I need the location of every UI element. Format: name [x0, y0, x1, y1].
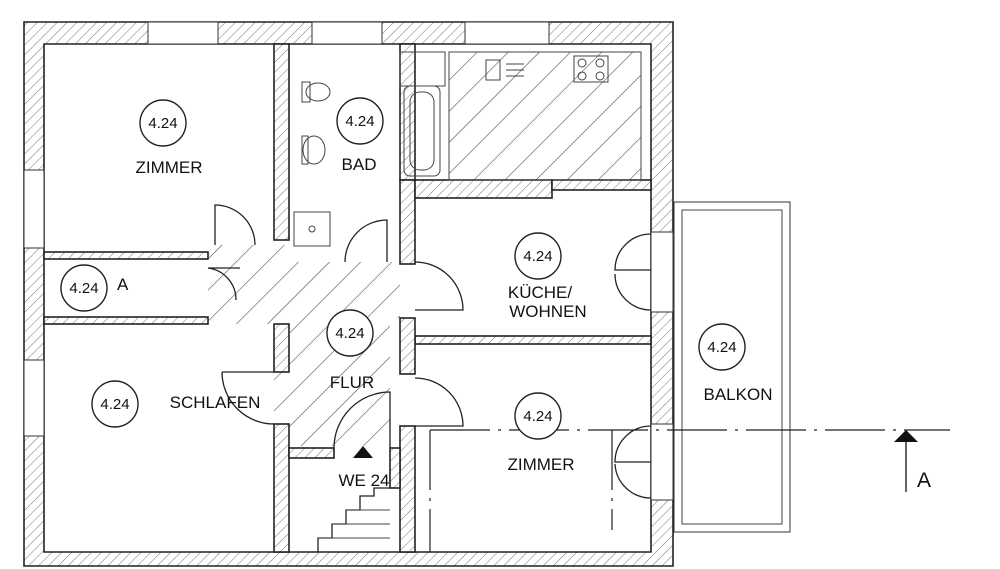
- room-number-balkon: 4.24: [707, 339, 736, 356]
- wall-kitchen-tail: [551, 179, 652, 191]
- kitchen-sink: [485, 59, 501, 81]
- door-zimmer1: [214, 204, 256, 246]
- room-number-bad: 4.24: [345, 113, 374, 130]
- room-number-abstell: 4.24: [69, 280, 98, 297]
- room-name-zimmer2: ZIMMER: [507, 455, 574, 474]
- window-zimmer1-left: [23, 169, 45, 249]
- toilet: [305, 82, 331, 102]
- room-number-circle-abstell: [60, 264, 108, 312]
- wall-stair-top: [288, 447, 335, 459]
- room-number-circle-schlafen: [91, 380, 139, 428]
- door-zimmer2: [414, 377, 464, 427]
- section-marker-label: A: [917, 469, 931, 492]
- entrance-arrow-icon: [353, 446, 373, 458]
- wall-bad-kueche: [399, 43, 416, 181]
- room-number-zimmer2: 4.24: [523, 408, 552, 425]
- room-number-kueche: 4.24: [523, 248, 552, 265]
- door-kueche: [414, 261, 464, 311]
- flur-hatch: [208, 245, 400, 446]
- room-name-zimmer1: ZIMMER: [135, 158, 202, 177]
- kitchen-counter: [448, 51, 642, 181]
- wall-zimmer1-bottom: [43, 251, 209, 260]
- stove-burner-4: [595, 71, 605, 81]
- wall-abstell-bottom: [43, 316, 209, 325]
- room-number-circle-bad: [336, 97, 384, 145]
- wall-schlafen-right: [273, 323, 290, 373]
- balcony-door-2a: [614, 425, 652, 463]
- washbasin: [302, 135, 326, 165]
- door-entrance: [333, 391, 391, 449]
- window-balkon-door-1: [650, 231, 674, 313]
- stove: [573, 55, 609, 83]
- balcony-door-1a: [614, 233, 652, 271]
- stove-burner-3: [577, 71, 587, 81]
- wall-kueche-bottom: [414, 335, 652, 345]
- wall-schlafen-right-lower: [273, 423, 290, 553]
- staircase: [317, 487, 390, 552]
- room-number-schlafen: 4.24: [100, 396, 129, 413]
- shower-tray: [293, 211, 331, 247]
- unit-label: WE 24: [338, 471, 389, 490]
- wall-bad-kueche-lower: [399, 179, 416, 265]
- basin-back: [301, 135, 309, 165]
- shower-drain: [308, 225, 316, 233]
- room-name-bad: BAD: [342, 155, 377, 174]
- window-schlafen-left: [23, 359, 45, 437]
- balcony-door-2b: [614, 463, 652, 499]
- toilet-tank: [301, 81, 311, 103]
- balcony-railing: [681, 209, 783, 525]
- window-kueche: [464, 21, 550, 45]
- wall-kueche-left: [414, 179, 553, 199]
- section-arrow-icon: [894, 430, 918, 442]
- door-bad: [344, 219, 388, 263]
- window-zimmer1: [147, 21, 219, 45]
- room-name-schlafen: SCHLAFEN: [170, 393, 261, 412]
- wall-flur-zimmer2: [399, 425, 416, 553]
- stove-burner-2: [595, 58, 605, 68]
- room-name-abstell: A: [117, 275, 129, 294]
- window-bad: [311, 21, 383, 45]
- room-number-circle-kueche: [514, 232, 562, 280]
- door-schlafen: [221, 371, 275, 425]
- wall-zimmer-bad: [273, 43, 290, 241]
- room-number-flur: 4.24: [335, 325, 364, 342]
- room-name-balkon: BALKON: [704, 385, 773, 404]
- window-balkon-door-2: [650, 423, 674, 501]
- stove-burner-1: [577, 58, 587, 68]
- room-number-circle-balkon: [698, 323, 746, 371]
- room-number-circle-zimmer1: [139, 99, 187, 147]
- room-name-flur: FLUR: [330, 373, 374, 392]
- bath-shelf: [399, 51, 446, 87]
- door-abstell: [207, 267, 240, 301]
- room-number-circle-zimmer2: [514, 392, 562, 440]
- room-name-kueche-line2: WOHNEN: [509, 302, 586, 321]
- wall-flur-kueche: [399, 317, 416, 375]
- kitchen-counter-hatch: [449, 52, 641, 180]
- room-name-kueche-line1: KÜCHE/: [508, 283, 573, 302]
- room-number-zimmer1: 4.24: [148, 115, 177, 132]
- bathtub-inner: [409, 91, 435, 171]
- balcony-door-1b: [614, 273, 652, 311]
- wall-stair-side: [389, 447, 401, 489]
- room-number-circle-flur: [326, 309, 374, 357]
